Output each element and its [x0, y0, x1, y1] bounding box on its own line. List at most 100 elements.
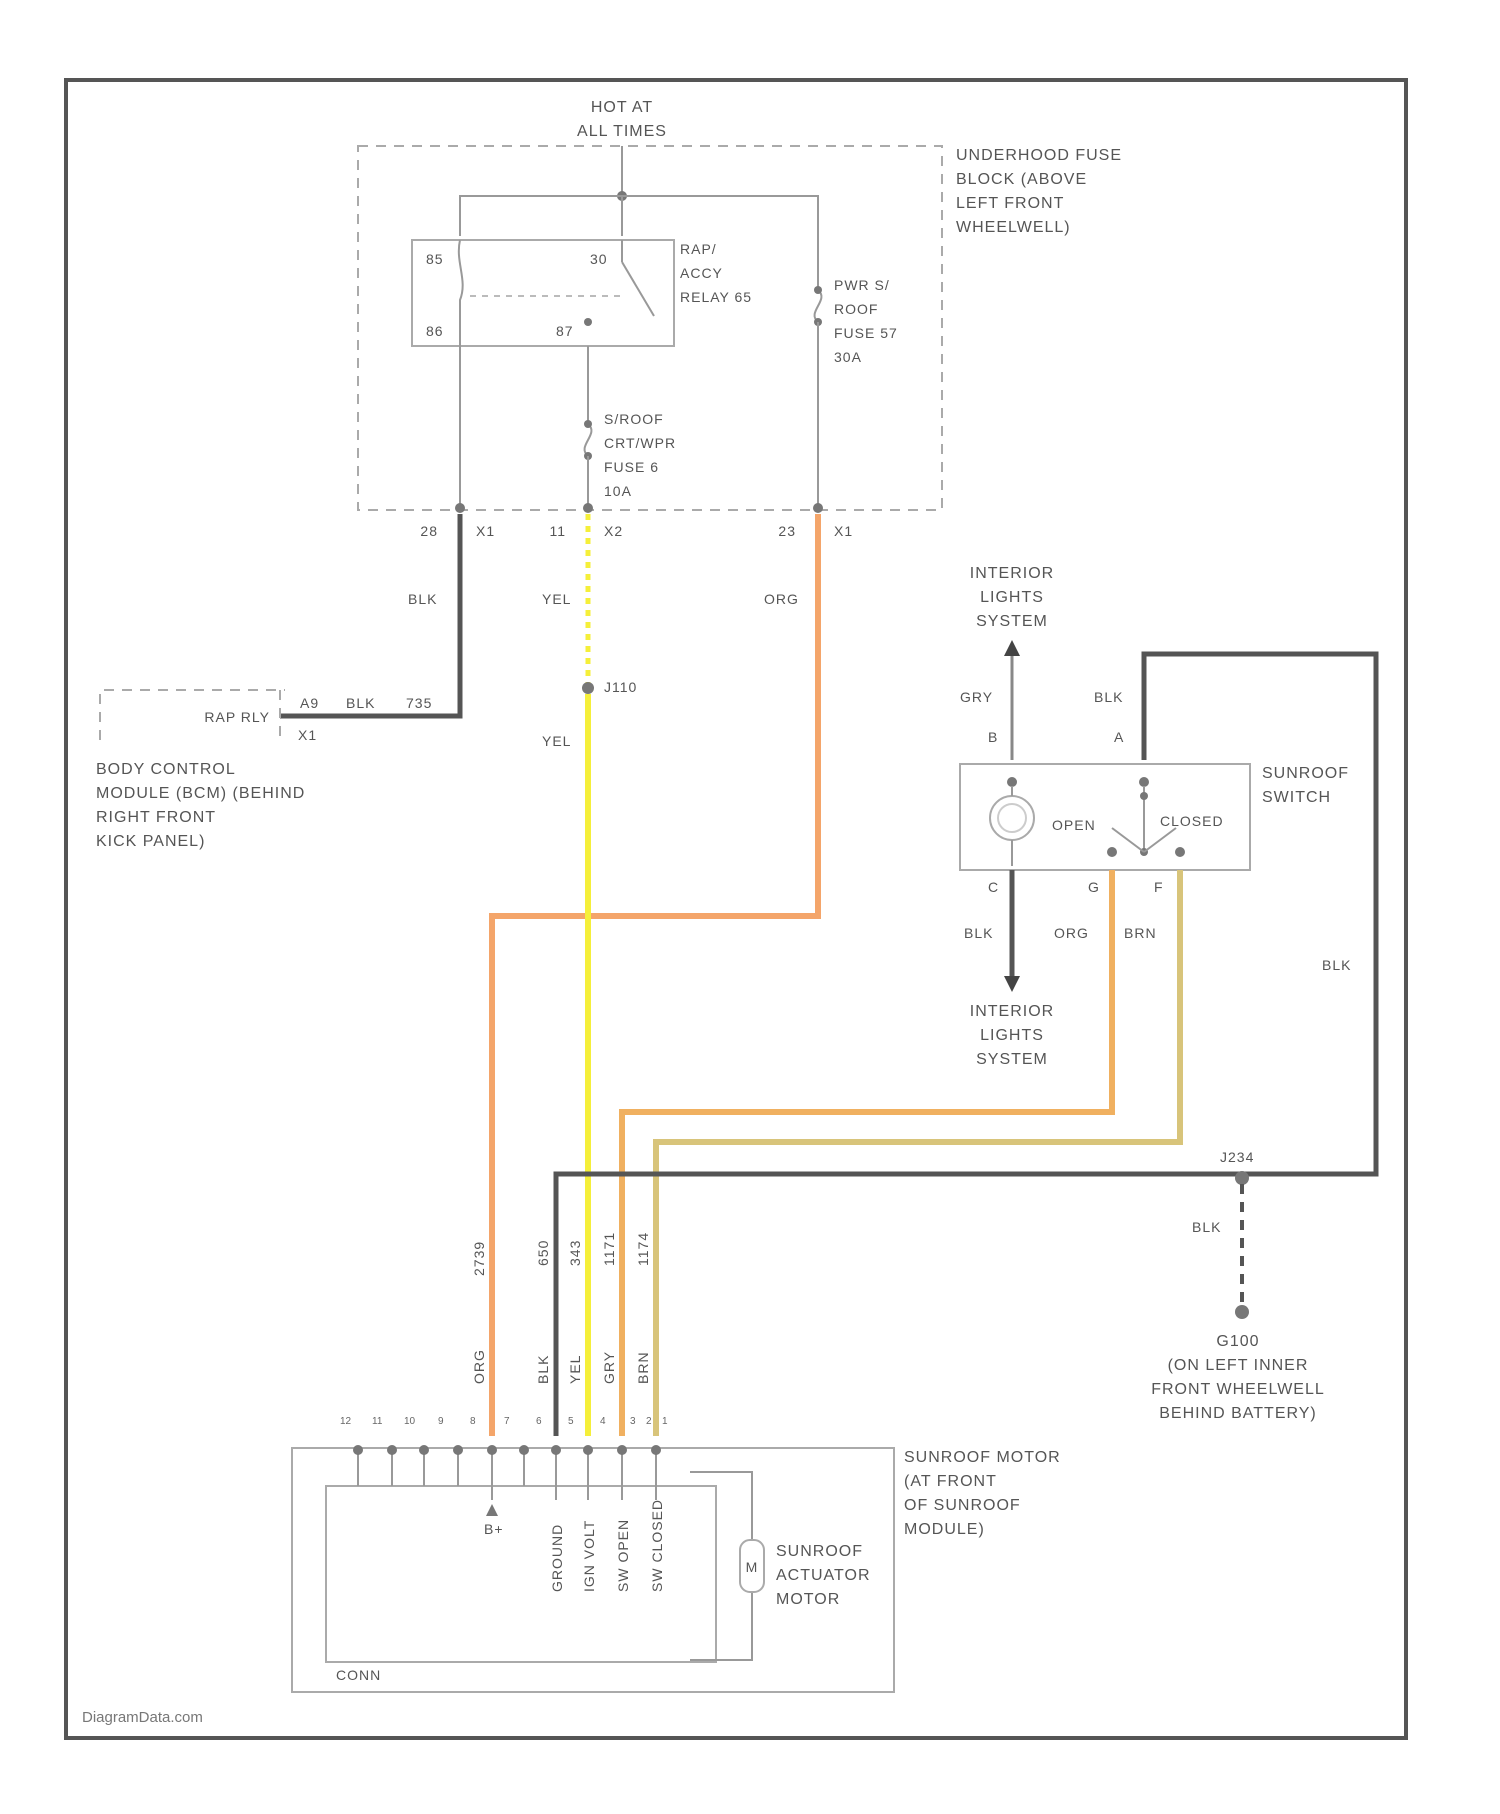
pwr-fuse-label-1: PWR S/	[834, 277, 890, 293]
motor-pin-4: 4	[600, 1416, 606, 1427]
splice-j110-label: J110	[604, 679, 637, 695]
ground-label-2: FRONT WHEELWELL	[1151, 1381, 1325, 1398]
yel-label-upper: YEL	[542, 591, 571, 607]
actuator-motor-symbol: M	[746, 1559, 759, 1575]
interior-bottom-2: LIGHTS	[980, 1027, 1044, 1044]
blk-label-ground: BLK	[1192, 1219, 1221, 1235]
motor-wire-gry: GRY	[601, 1351, 617, 1384]
motor-pin-6: 6	[536, 1416, 542, 1427]
conn-x1-a: X1	[476, 523, 495, 539]
relay-pin-30: 30	[590, 251, 608, 267]
splice-j234	[1235, 1171, 1249, 1185]
switch-pin-a: A	[1114, 729, 1124, 745]
interior-top-2: LIGHTS	[980, 589, 1044, 606]
conn-terminal-23	[813, 503, 823, 513]
bcm-connector-name: RAP RLY	[204, 709, 270, 725]
motor-wire-org: ORG	[471, 1349, 487, 1384]
switch-pin-c: C	[988, 879, 999, 895]
motor-pin-10: 10	[404, 1416, 416, 1427]
switch-f-terminal	[1175, 847, 1185, 857]
motor-pin-5: 5	[568, 1416, 574, 1427]
interior-bottom-arrow	[1004, 976, 1020, 992]
pwr-fuse-label-3: FUSE 57	[834, 325, 898, 341]
module-tag: CONN	[336, 1667, 381, 1683]
circuit-1171: 1171	[601, 1232, 617, 1266]
switch-b-terminal	[1007, 777, 1017, 787]
blk-wire-bcm	[280, 514, 460, 716]
interior-top-1: INTERIOR	[970, 565, 1054, 582]
motor-pin-11: 11	[372, 1416, 383, 1427]
terminal-sw-open: SW OPEN	[615, 1519, 631, 1592]
underhood-label-1: UNDERHOOD FUSE	[956, 147, 1122, 164]
circuit-1174: 1174	[635, 1232, 651, 1266]
sroof-fuse-top-pin	[584, 420, 592, 428]
b-plus-label: B+	[484, 1521, 504, 1537]
brn-wire-sw-closed	[656, 870, 1180, 1436]
sunroof-motor-label-4: MODULE)	[904, 1521, 985, 1538]
yel-label-lower: YEL	[542, 733, 571, 749]
conn-pin-23: 23	[778, 523, 796, 539]
pwr-fuse-label-4: 30A	[834, 349, 862, 365]
circuit-2739: 2739	[471, 1241, 487, 1276]
terminal-ign-volt: IGN VOLT	[581, 1520, 597, 1592]
hot-label-2: ALL TIMES	[577, 123, 667, 140]
bcm-conn: X1	[298, 727, 317, 743]
diagram-frame	[66, 80, 1406, 1738]
motor-pin-3: 3	[630, 1416, 636, 1427]
switch-lamp-inner	[998, 804, 1026, 832]
sroof-fuse-label-2: CRT/WPR	[604, 435, 676, 451]
switch-label-2: SWITCH	[1262, 789, 1331, 806]
circuit-650: 650	[535, 1240, 551, 1266]
hot-label-1: HOT AT	[591, 99, 653, 116]
switch-common-pin1	[1140, 792, 1148, 800]
b-plus-arrow	[486, 1504, 498, 1516]
actuator-label-3: MOTOR	[776, 1591, 840, 1608]
motor-pin-8: 8	[470, 1416, 476, 1427]
motor-wire-blk: BLK	[535, 1355, 551, 1384]
motor-pin-7: 7	[504, 1416, 510, 1427]
motor-pin-9: 9	[438, 1416, 444, 1427]
splice-j110	[582, 682, 594, 694]
switch-label-1: SUNROOF	[1262, 765, 1349, 782]
relay-pin-86: 86	[426, 323, 444, 339]
conn-terminal-11	[583, 503, 593, 513]
splice-j234-label: J234	[1220, 1149, 1254, 1165]
brn-label-switch: BRN	[1124, 925, 1157, 941]
blk-label-right: BLK	[1322, 957, 1351, 973]
interior-bottom-3: SYSTEM	[976, 1051, 1048, 1068]
bcm-label-4: KICK PANEL)	[96, 833, 205, 850]
sunroof-motor-label-1: SUNROOF MOTOR	[904, 1449, 1061, 1466]
sunroof-motor-label-3: OF SUNROOF	[904, 1497, 1021, 1514]
bcm-label-1: BODY CONTROL	[96, 761, 236, 778]
relay-pin-87: 87	[556, 323, 574, 339]
sunroof-motor-label-2: (AT FRONT	[904, 1473, 997, 1490]
blk-label-switch-a: BLK	[1094, 689, 1123, 705]
bcm-circuit: 735	[406, 695, 432, 711]
actuator-label-1: SUNROOF	[776, 1543, 863, 1560]
switch-open-arm	[1112, 828, 1144, 852]
motor-pin-2: 2	[646, 1416, 652, 1427]
sroof-crt-fuse	[585, 424, 592, 456]
interior-top-arrow	[1004, 640, 1020, 656]
underhood-label-3: LEFT FRONT	[956, 195, 1064, 212]
sroof-fuse-label-3: FUSE 6	[604, 459, 659, 475]
switch-closed-label: CLOSED	[1160, 813, 1224, 829]
relay-contact-87	[584, 318, 592, 326]
relay-pin-85: 85	[426, 251, 444, 267]
conn-terminal-28	[455, 503, 465, 513]
switch-closed-arm	[1144, 828, 1176, 852]
motor-wire-brn: BRN	[635, 1351, 651, 1384]
conn-x2: X2	[604, 523, 623, 539]
interior-top-3: SYSTEM	[976, 613, 1048, 630]
pwr-fuse-top-pin	[814, 286, 822, 294]
actuator-label-2: ACTUATOR	[776, 1567, 871, 1584]
rap-accy-relay	[412, 240, 674, 346]
bcm-label-2: MODULE (BCM) (BEHIND	[96, 785, 305, 802]
terminal-sw-closed: SW CLOSED	[649, 1499, 665, 1592]
underhood-label-4: WHEELWELL)	[956, 219, 1071, 236]
switch-g-terminal	[1107, 847, 1117, 857]
motor-pin-12: 12	[340, 1416, 352, 1427]
switch-open-label: OPEN	[1052, 817, 1096, 833]
switch-lamp-icon	[990, 796, 1034, 840]
